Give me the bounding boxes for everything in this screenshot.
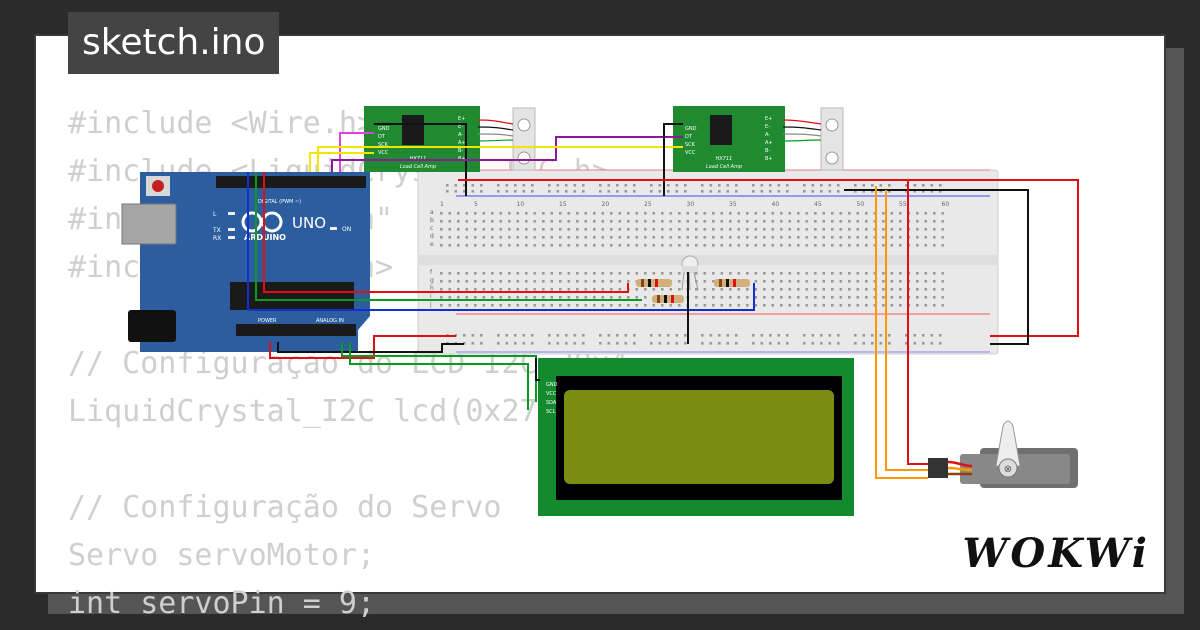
- resistor-left: [636, 279, 672, 287]
- hx711-module-left: HX711 Load Cell Amp GND DT SCK VCC E+ E-…: [364, 106, 536, 172]
- hx711-left-pin-a-minus: A-: [458, 132, 463, 138]
- hx711-right-pin-b-minus: B-: [765, 148, 770, 154]
- arduino-rx-label: RX: [213, 235, 221, 242]
- resistor-left-2: [652, 295, 684, 303]
- hx711-left-pin-gnd: GND: [378, 126, 390, 132]
- breadboard-column-label: 55: [899, 201, 907, 208]
- breadboard-column-label: 5: [474, 201, 478, 208]
- hx711-left-pin-vcc: VCC: [378, 150, 389, 156]
- hx711-left-pin-a-plus: A+: [458, 140, 466, 146]
- breadboard-row-label: f: [430, 269, 433, 276]
- breadboard-column-label: 50: [857, 201, 865, 208]
- breadboard-row-label: a: [430, 209, 434, 216]
- arduino-on-label: ON: [342, 226, 351, 233]
- hx711-module-right: HX711 Load Cell Amp GND DT SCK VCC E+ E-…: [673, 106, 844, 172]
- hx711-left-pin-sck: SCK: [378, 142, 389, 148]
- servo-horn-screw-icon: ⊗: [1004, 464, 1012, 475]
- arduino-digital-label: DIGITAL (PWM ~): [258, 199, 301, 205]
- hx711-right-title: HX711: [716, 156, 733, 162]
- code-line: // Configuração do Servo: [68, 490, 502, 525]
- breadboard-column-label: 10: [517, 201, 525, 208]
- code-line: #include <Wire.h>: [68, 106, 376, 141]
- breadboard-column-label: 25: [644, 201, 652, 208]
- breadboard-column-label: 60: [942, 201, 950, 208]
- breadboard-row-label: b: [430, 217, 434, 224]
- breadboard-row-label: d: [430, 233, 434, 240]
- arduino-uno: UNO ARDUINO DIGITAL (PWM ~) POWER ANALOG…: [121, 172, 370, 352]
- hx711-right-pin-sck: SCK: [685, 142, 696, 148]
- lcd-display: GND VCC SDA SCL: [538, 358, 854, 516]
- breadboard-column-label: 15: [559, 201, 567, 208]
- breadboard-row-label: j: [429, 301, 432, 308]
- hx711-right-pin-b-plus: B+: [765, 156, 773, 162]
- breadboard-row-label: e: [430, 241, 434, 248]
- breadboard-column-label: 30: [687, 201, 695, 208]
- hx711-right-pin-a-plus: A+: [765, 140, 773, 146]
- hx711-left-pin-dt: DT: [378, 134, 386, 140]
- arduino-brand-label: ARDUINO: [244, 233, 286, 242]
- hx711-left-subtitle: Load Cell Amp: [400, 164, 436, 170]
- rgb-led: [681, 255, 699, 291]
- lcd-pin-sda: SDA: [546, 400, 557, 406]
- lcd-pin-gnd: GND: [546, 382, 558, 388]
- breadboard-column-label: 35: [729, 201, 737, 208]
- breadboard-column-label: 40: [772, 201, 780, 208]
- resistor-right: [714, 279, 750, 287]
- code-line: Servo servoMotor;: [68, 538, 376, 573]
- hx711-left-pin-e-plus: E+: [458, 116, 465, 122]
- breadboard-row-label: c: [430, 225, 433, 232]
- hx711-right-pin-vcc: VCC: [685, 150, 696, 156]
- hx711-right-pin-gnd: GND: [685, 126, 697, 132]
- breadboard-row-label: i: [430, 293, 432, 300]
- breadboard-row-label: g: [430, 277, 434, 284]
- arduino-analog-label: ANALOG IN: [316, 318, 344, 324]
- code-line: int servoPin = 9;: [68, 586, 376, 621]
- arduino-model-label: UNO: [292, 214, 326, 232]
- arduino-l-label: L: [213, 211, 217, 218]
- breadboard-row-label: h: [430, 285, 434, 292]
- lcd-pin-scl: SCL: [546, 409, 556, 415]
- arduino-tx-label: TX: [212, 227, 221, 234]
- hx711-left-pin-b-minus: B-: [458, 148, 463, 154]
- lcd-pin-vcc: VCC: [546, 391, 557, 397]
- file-tab[interactable]: sketch.ino: [68, 12, 280, 74]
- breadboard-column-label: 1: [440, 201, 444, 208]
- breadboard-column-label: 45: [814, 201, 822, 208]
- hx711-right-pin-e-plus: E+: [765, 116, 772, 122]
- servo-motor: ⊗: [928, 420, 1078, 488]
- hx711-right-pin-dt: DT: [685, 134, 693, 140]
- wires: [247, 123, 1079, 479]
- hx711-right-subtitle: Load Cell Amp: [706, 164, 742, 170]
- arduino-power-label: POWER: [258, 318, 277, 324]
- hx711-left-pin-e-minus: E-: [458, 124, 463, 130]
- wokwi-logo: WOKWi: [962, 530, 1150, 577]
- breadboard-column-label: 20: [602, 201, 610, 208]
- hx711-right-pin-a-minus: A-: [765, 132, 770, 138]
- hx711-right-pin-e-minus: E-: [765, 124, 770, 130]
